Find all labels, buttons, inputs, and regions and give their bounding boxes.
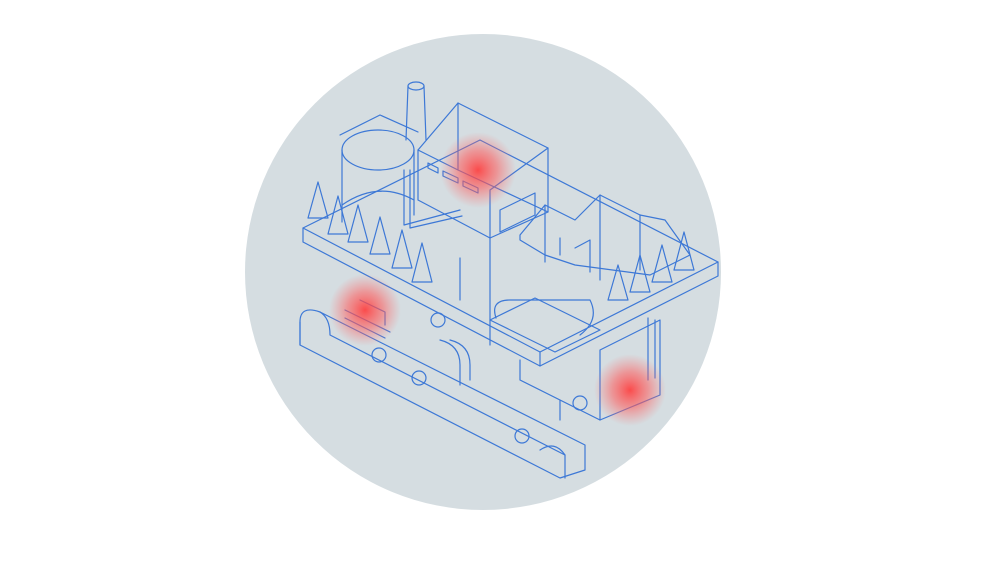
houses	[519, 194, 691, 281]
hotspot-tunnel	[329, 274, 401, 346]
line-art	[299, 81, 719, 479]
tunnel	[299, 309, 661, 479]
platform	[302, 139, 719, 367]
storage-tank	[339, 114, 463, 229]
hotspot-basement	[594, 354, 666, 426]
hotspot-factory	[440, 132, 516, 208]
trees	[307, 181, 695, 301]
chimney	[405, 81, 427, 141]
